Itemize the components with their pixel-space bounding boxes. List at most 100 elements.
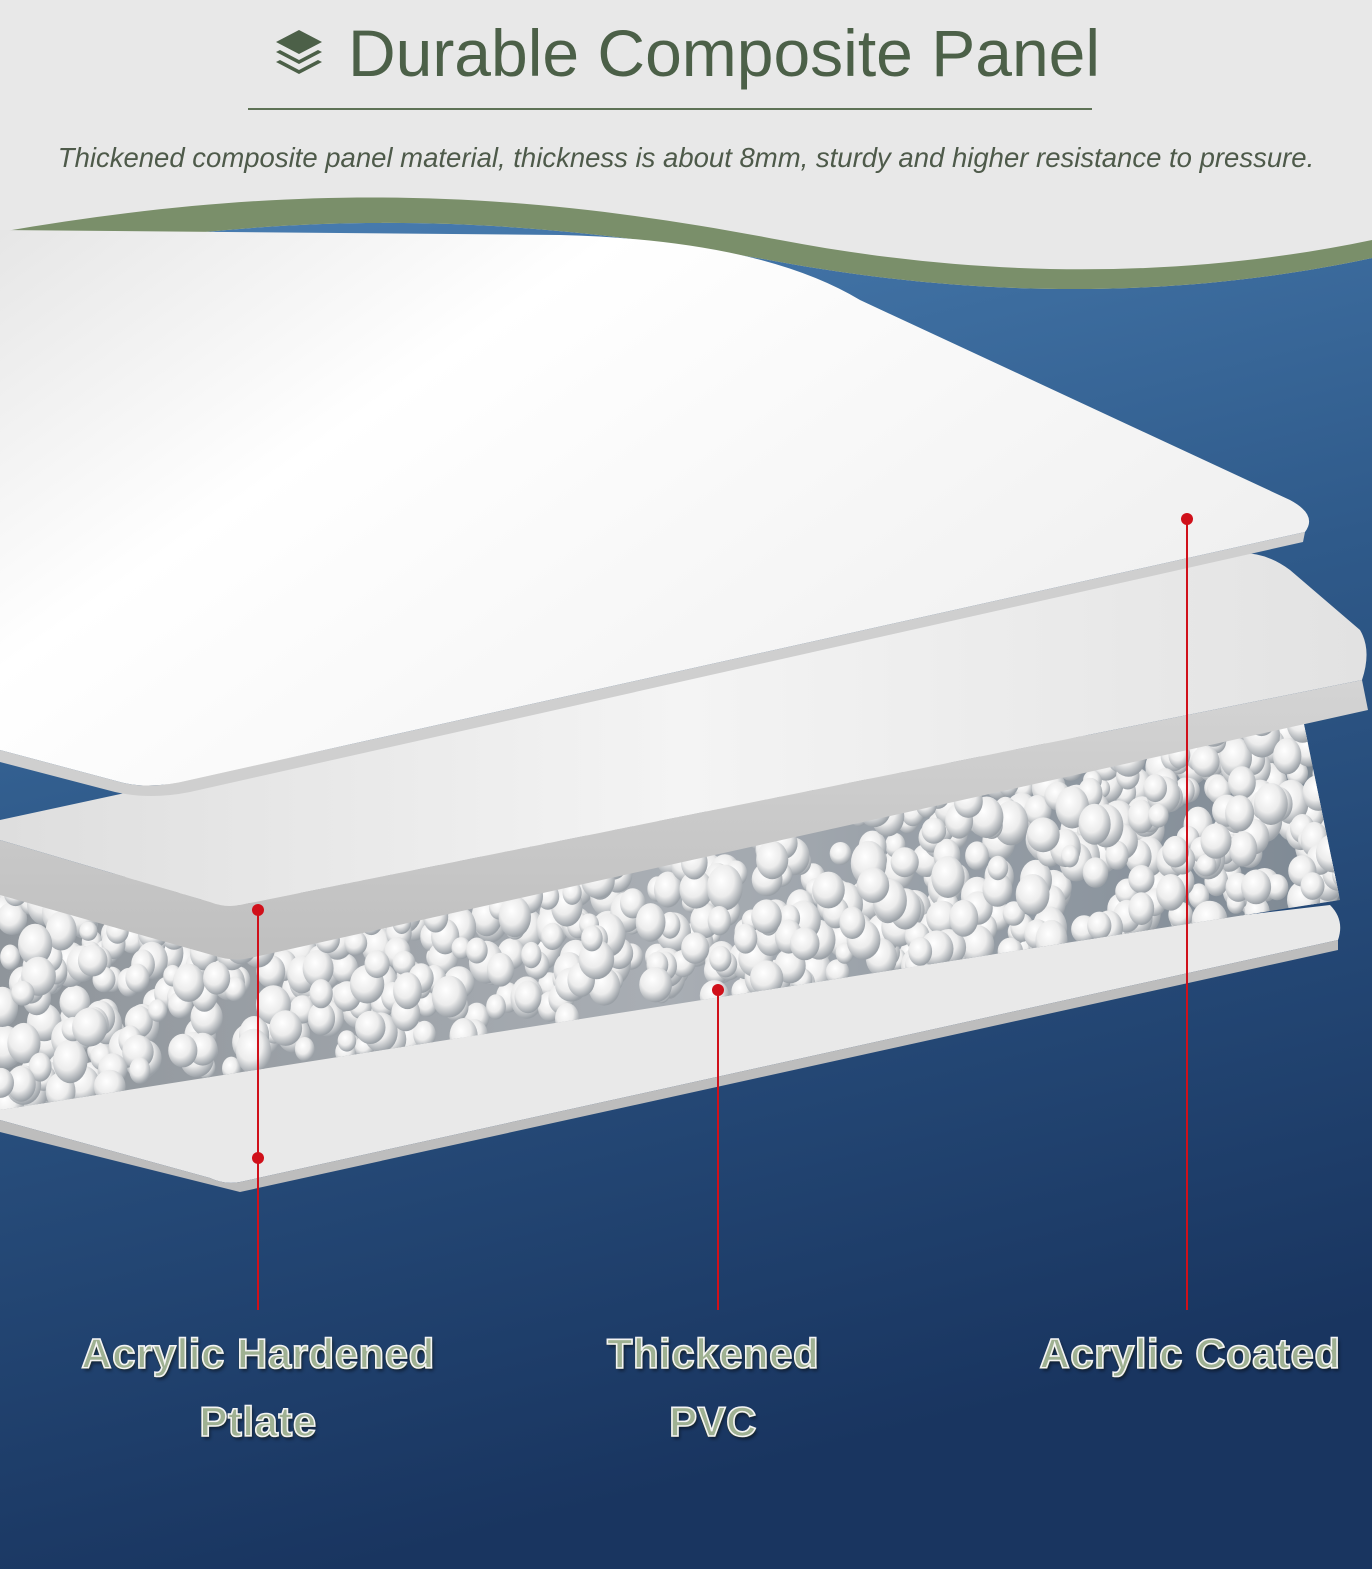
label-acrylic-hardened-plate: Acrylic Hardened Ptlate	[38, 1320, 478, 1456]
foam-bead	[168, 1033, 198, 1068]
foam-bead	[829, 842, 852, 865]
foam-bead	[1105, 840, 1129, 870]
foam-bead	[1229, 831, 1258, 867]
foam-bead	[486, 952, 515, 987]
bottom-sheet	[0, 905, 1341, 1183]
label-middle-line1: Thickened	[606, 1329, 820, 1378]
foam-bead	[498, 896, 531, 938]
foam-bead	[812, 871, 845, 909]
foam-bead	[1002, 901, 1025, 926]
label-acrylic-coated: Acrylic Coated	[1020, 1320, 1360, 1388]
foam-bead	[1196, 854, 1217, 877]
foam-bead	[1127, 799, 1155, 834]
foam-bead	[1225, 795, 1255, 832]
foam-bead	[235, 1028, 272, 1075]
foam-bead	[949, 899, 979, 937]
foam-bead	[0, 986, 19, 1028]
foam-bead	[393, 972, 422, 1010]
foam-bead	[147, 999, 168, 1022]
foam-bead	[307, 1001, 336, 1036]
foam-bead	[28, 1052, 52, 1082]
layers-icon	[275, 30, 322, 74]
foam-bead	[7, 1022, 41, 1064]
foam-bead	[965, 841, 989, 871]
title-divider	[248, 108, 1092, 110]
foam-bead	[294, 1037, 315, 1062]
foam-bead	[1128, 865, 1155, 894]
foam-bead	[413, 1020, 436, 1048]
green-wave-band	[0, 197, 1372, 290]
foam-bead	[1254, 783, 1288, 825]
foam-bead	[52, 1039, 88, 1084]
foam-bead	[330, 953, 358, 983]
foam-bead	[681, 932, 710, 964]
foam-bead	[72, 1007, 108, 1047]
foam-bead	[1156, 874, 1186, 911]
foam-bead	[931, 856, 965, 898]
foam-bead	[926, 900, 958, 935]
foam-bead	[1241, 869, 1272, 905]
foam-bead	[857, 867, 890, 903]
foam-bead	[0, 944, 21, 970]
foam-bead	[431, 975, 467, 1018]
foam-bead	[0, 1067, 14, 1098]
foam-bead	[1265, 874, 1289, 901]
foam-bead	[1162, 835, 1189, 868]
foam-bead	[1087, 911, 1112, 940]
foam-bead	[679, 870, 713, 909]
foam-bead	[1300, 872, 1325, 900]
foam-bead	[364, 950, 390, 979]
foam-bead	[756, 840, 789, 880]
label-left-line2: Ptlate	[199, 1397, 317, 1446]
foam-bead	[486, 994, 506, 1020]
foam-bead	[709, 945, 732, 972]
top-sheet	[0, 230, 1310, 786]
label-left-line1: Acrylic Hardened	[80, 1329, 435, 1378]
foam-bead	[1061, 844, 1079, 868]
foam-bead	[639, 967, 672, 1003]
label-middle-line2: PVC	[668, 1397, 757, 1446]
foam-bead	[1082, 857, 1109, 888]
foam-bead	[1148, 803, 1169, 828]
callout-dot-right	[1181, 513, 1193, 525]
foam-bead	[465, 937, 488, 964]
page-subtitle: Thickened composite panel material, thic…	[57, 142, 1315, 173]
foam-bead	[1191, 746, 1220, 777]
foam-bead	[1200, 823, 1232, 859]
label-thickened-pvc: Thickened PVC	[548, 1320, 878, 1456]
foam-bead	[1143, 774, 1167, 803]
foam-bead	[1228, 766, 1256, 800]
foam-bead	[337, 1030, 357, 1052]
foam-bead	[309, 979, 333, 1009]
foam-bead	[921, 817, 947, 844]
foam-bead	[77, 944, 108, 977]
foam-bead	[707, 906, 731, 936]
foam-bead	[0, 902, 28, 935]
foam-bead	[79, 921, 98, 941]
foam-bead	[172, 963, 205, 1002]
foam-bead	[987, 855, 1009, 881]
foam-bead	[890, 847, 919, 878]
foam-bead	[1015, 874, 1050, 915]
foam-bead	[908, 937, 933, 966]
foam-bead	[654, 871, 682, 908]
foam-bead	[1128, 892, 1155, 925]
foam-bead	[581, 925, 603, 952]
middle-sheet	[0, 553, 1367, 906]
foam-bead	[11, 980, 35, 1006]
foam-bead	[706, 864, 743, 911]
foam-bead	[451, 937, 471, 960]
foam-bead	[6, 1066, 36, 1102]
foam-bead	[839, 906, 866, 939]
foam-bead	[355, 1010, 386, 1044]
callout-markers	[252, 513, 1193, 1310]
page-title: Durable Composite Panel	[347, 16, 1101, 90]
foam-bead	[733, 923, 758, 954]
foam-bead	[635, 903, 666, 942]
callout-dot-left-bottom	[252, 1152, 264, 1164]
foam-bead	[203, 961, 231, 995]
foam-bead	[789, 927, 820, 961]
foam-bead	[392, 950, 416, 975]
foam-bead	[541, 922, 564, 951]
